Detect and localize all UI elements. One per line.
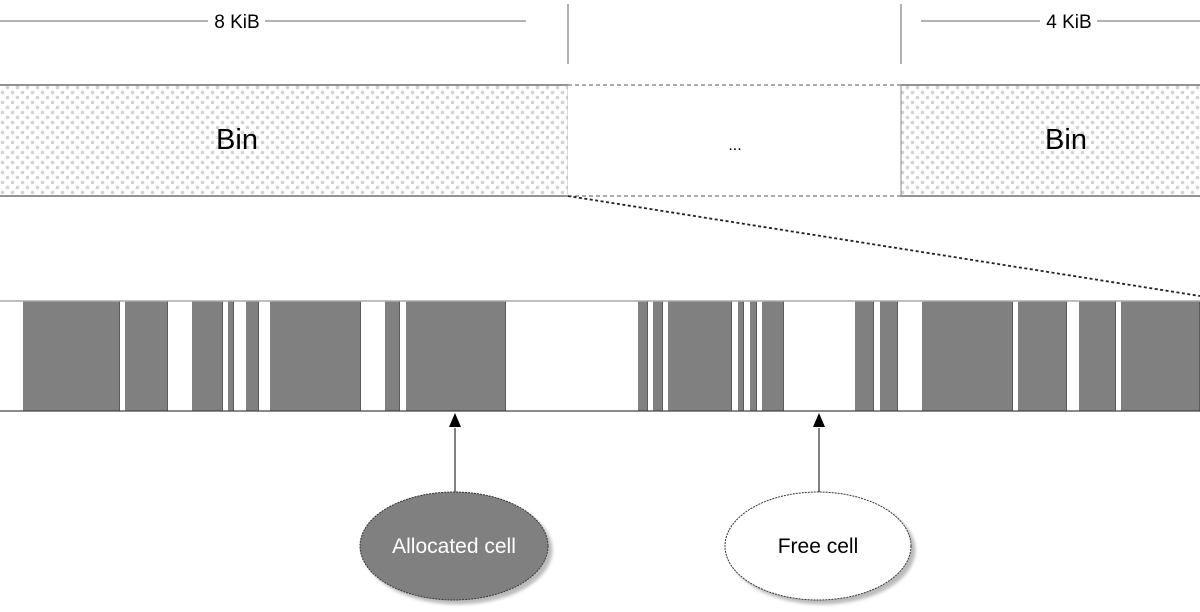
- allocated-cell: [1079, 301, 1116, 411]
- allocated-cell-label: Allocated cell: [392, 535, 516, 558]
- free-cell: [361, 301, 385, 411]
- allocated-cell: [738, 301, 744, 411]
- free-cell: [744, 301, 750, 411]
- free-cell: [259, 301, 270, 411]
- allocated-cell: [228, 301, 234, 411]
- bin-ellipsis-label: ...: [728, 137, 741, 154]
- zoom-connector-line: [567, 195, 1200, 297]
- bin-right: [901, 85, 1200, 196]
- bin-left-label: Bin: [216, 124, 258, 156]
- free-cell: [1013, 301, 1018, 411]
- bin-right-label: Bin: [1045, 124, 1087, 156]
- allocated-cell: [23, 301, 120, 411]
- size-label-right: 4 KiB: [1046, 12, 1091, 33]
- allocated-cell: [406, 301, 506, 411]
- free-cell: [648, 301, 653, 411]
- free-cell: [784, 301, 855, 411]
- free-cell: [898, 301, 922, 411]
- allocated-cell: [762, 301, 784, 411]
- size-dimension-right: 4 KiB: [921, 12, 1200, 33]
- free-arrowhead-icon: [813, 413, 825, 427]
- allocated-cell: [270, 301, 361, 411]
- free-cell: [1067, 301, 1079, 411]
- free-cell-label: Free cell: [778, 535, 859, 558]
- free-cell: [663, 301, 668, 411]
- free-cell: [757, 301, 762, 411]
- allocated-cell: [922, 301, 1013, 411]
- free-cell: [1116, 301, 1121, 411]
- allocated-cell: [638, 301, 648, 411]
- allocated-cell: [750, 301, 757, 411]
- free-cell: [400, 301, 406, 411]
- allocated-cell: [880, 301, 898, 411]
- free-cell: [732, 301, 738, 411]
- free-cell: [223, 301, 228, 411]
- allocated-cell: [653, 301, 663, 411]
- allocated-cell-callout: Allocated cell: [359, 413, 549, 601]
- bin-ellipsis: [568, 85, 901, 196]
- free-cell: [168, 301, 192, 411]
- free-cell: [234, 301, 246, 411]
- bin-row: Bin ... Bin: [0, 84, 1200, 197]
- bin-left: [0, 85, 568, 196]
- cell-strip: [0, 301, 1200, 411]
- allocated-cell: [668, 301, 732, 411]
- free-cell: [506, 301, 638, 411]
- allocated-cell: [1018, 301, 1067, 411]
- allocated-cell: [125, 301, 168, 411]
- allocated-cell: [246, 301, 259, 411]
- allocated-cell: [385, 301, 400, 411]
- allocated-cell-ellipse: [359, 491, 549, 601]
- allocated-cell: [192, 301, 223, 411]
- size-dimension-left: 8 KiB: [0, 12, 526, 33]
- free-cell: [874, 301, 880, 411]
- free-cell: [0, 301, 23, 411]
- size-label-left: 8 KiB: [214, 12, 259, 33]
- free-cell-ellipse: [724, 491, 912, 601]
- free-cell-callout: Free cell: [724, 413, 912, 601]
- allocated-cell: [855, 301, 874, 411]
- allocated-arrowhead-icon: [449, 413, 461, 427]
- free-cell: [120, 301, 125, 411]
- allocated-cell: [1121, 301, 1200, 411]
